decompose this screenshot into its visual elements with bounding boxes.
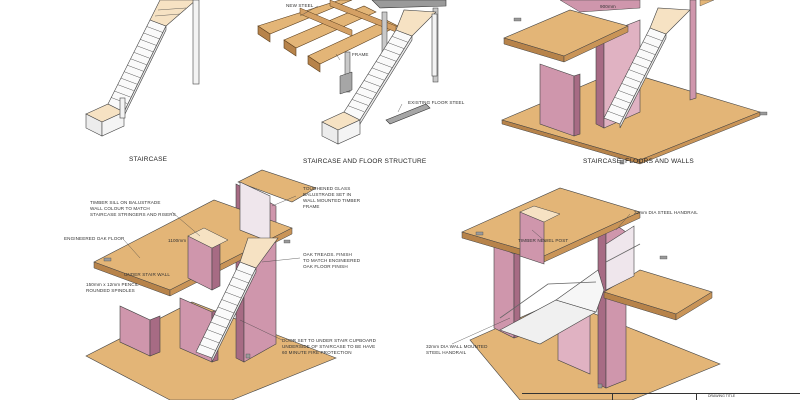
annotated-staircase-view bbox=[85, 169, 337, 401]
stair-tread bbox=[114, 90, 131, 98]
stair-tread bbox=[225, 291, 242, 299]
stair-tread bbox=[143, 32, 160, 40]
stair-tread bbox=[203, 336, 220, 344]
note-timber-newel: TIMBER NEWEL POST bbox=[518, 238, 569, 243]
note-existing-floor-steel: EXISTING FLOOR STEEL bbox=[408, 100, 465, 105]
stair-tread bbox=[347, 105, 365, 112]
stair-tread bbox=[621, 83, 638, 90]
stair-tread bbox=[351, 99, 369, 106]
note-handrail-32: 32mm DIA STEEL HANDRAIL bbox=[634, 210, 698, 215]
stair-tread bbox=[367, 73, 385, 81]
stair-tread bbox=[117, 84, 134, 91]
stair-tread bbox=[628, 69, 645, 76]
stair-tread bbox=[379, 55, 397, 62]
stair-tread bbox=[232, 276, 249, 284]
note-dim-900: 900mm bbox=[600, 4, 616, 9]
stair-tread bbox=[387, 42, 405, 49]
stair-tread bbox=[133, 52, 150, 59]
stair-tread bbox=[371, 67, 389, 75]
note-dim-1100: 1100mm bbox=[168, 238, 187, 243]
stair-tread bbox=[140, 39, 157, 46]
stair-tread bbox=[217, 306, 235, 314]
stair-tread bbox=[607, 110, 624, 118]
stair-tread bbox=[214, 314, 231, 321]
staircase-view bbox=[85, 0, 200, 137]
note-under-stair-wall: UNDER STAIR WALL bbox=[124, 272, 171, 277]
title-block-text: DRAWING TITLE bbox=[708, 394, 736, 398]
stair-tread bbox=[130, 58, 147, 65]
note-oak-treads: OAK TREADS. FINISH TO MATCH ENGINEERED O… bbox=[303, 252, 361, 269]
stair-tread bbox=[375, 61, 393, 68]
floor-structure-view bbox=[257, 0, 447, 145]
caption-floors-walls: STAIRCASE, FLOORS AND WALLS bbox=[583, 158, 694, 165]
stair-tread bbox=[136, 45, 154, 53]
stair-tread bbox=[646, 34, 663, 42]
note-frame: FRAME bbox=[352, 52, 369, 57]
title-block bbox=[522, 393, 800, 401]
caption-floor-structure: STAIRCASE AND FLOOR STRUCTURE bbox=[303, 158, 427, 165]
handrail-view bbox=[451, 187, 721, 401]
note-new-steel: NEW STEEL bbox=[286, 3, 314, 8]
stair-tread bbox=[206, 329, 224, 336]
note-door-cupboard: DOOR SET TO UNDER STAIR CUPBOARD UNDERSI… bbox=[282, 338, 376, 355]
note-rounded-spindles: 150mm x 12mm PENCIL ROUNDED SPINDLES bbox=[86, 282, 139, 293]
stair-tread bbox=[127, 65, 144, 72]
stair-tread bbox=[236, 269, 253, 276]
caption-staircase: STAIRCASE bbox=[129, 156, 168, 163]
title-block-divider bbox=[696, 393, 697, 400]
stair-tread bbox=[359, 86, 377, 93]
note-timber-sill: TIMBER SILL ON BALUSTRADE WALL COLOUR TO… bbox=[90, 200, 176, 217]
stair-tread bbox=[639, 48, 656, 55]
stair-tread bbox=[363, 80, 381, 87]
stair-tread bbox=[124, 71, 141, 78]
stair-tread bbox=[614, 97, 631, 104]
note-engineered-oak-floor: ENGINEERED OAK FLOOR bbox=[64, 236, 125, 241]
stair-tread bbox=[355, 92, 373, 100]
note-glass-balustrade: TOUGHENED GLASS BALUSTRADE SET IN WALL M… bbox=[303, 186, 361, 209]
stair-tread bbox=[146, 26, 163, 33]
stair-tread bbox=[618, 90, 635, 97]
stair-tread bbox=[228, 284, 246, 291]
stair-tread bbox=[210, 321, 227, 329]
stair-tread bbox=[391, 36, 409, 43]
stair-tread bbox=[635, 55, 652, 62]
stair-tread bbox=[199, 344, 216, 351]
stair-tread bbox=[610, 103, 628, 111]
stair-tread bbox=[632, 62, 649, 69]
title-block-divider bbox=[612, 393, 613, 400]
stair-tread bbox=[383, 48, 401, 56]
stair-tread bbox=[120, 77, 138, 85]
stair-tread bbox=[642, 41, 660, 49]
stair-tread bbox=[625, 76, 642, 83]
note-handrail-wall: 32mm DIA WALL MOUNTED STEEL HANDRAIL bbox=[426, 344, 488, 355]
stair-tread bbox=[221, 299, 238, 306]
floors-walls-view bbox=[501, 0, 768, 165]
